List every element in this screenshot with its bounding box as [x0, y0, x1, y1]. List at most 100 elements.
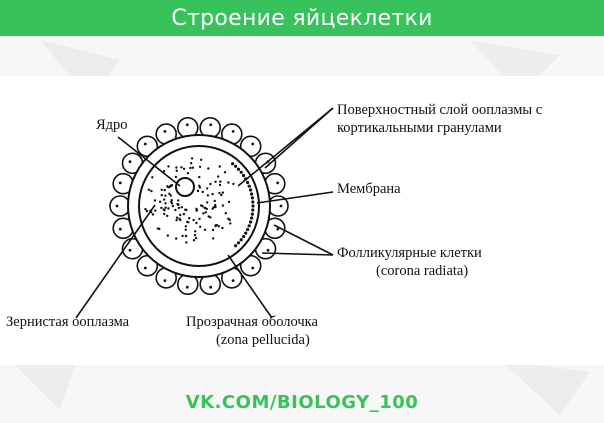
- follicular-cell-nucleus: [128, 248, 132, 252]
- granule: [218, 165, 221, 168]
- granule: [203, 228, 207, 231]
- granule: [206, 201, 209, 204]
- granule: [190, 162, 193, 165]
- follicular-cell-nucleus: [163, 279, 167, 282]
- label-zona-line2: (zona pellucida): [216, 332, 310, 348]
- granule: [199, 225, 202, 228]
- granule: [158, 227, 161, 231]
- granule: [184, 228, 187, 231]
- cortical-granule: [239, 238, 243, 242]
- granule: [160, 188, 163, 191]
- granule: [182, 167, 186, 170]
- granule: [175, 219, 178, 222]
- granule: [217, 225, 220, 228]
- granule: [170, 184, 174, 187]
- granule: [202, 212, 205, 215]
- granule: [191, 166, 195, 169]
- granule: [184, 208, 187, 211]
- granule: [203, 206, 206, 209]
- granule: [162, 170, 166, 173]
- cortical-granule: [236, 167, 241, 171]
- cortical-granule: [246, 180, 250, 185]
- granule: [158, 200, 162, 203]
- granule: [229, 222, 232, 225]
- granule: [195, 207, 198, 210]
- follicular-cell-nucleus: [185, 123, 189, 127]
- granule: [177, 199, 180, 202]
- pointer-cortical-2: [264, 107, 334, 169]
- granule: [232, 182, 235, 186]
- granule: [154, 209, 157, 212]
- granule: [184, 234, 188, 238]
- granule: [198, 175, 201, 179]
- granule: [190, 157, 194, 160]
- cortical-granule: [246, 227, 250, 232]
- granule: [196, 189, 200, 193]
- title-banner: Строение яйцеклетки: [0, 0, 604, 36]
- granule: [175, 237, 178, 240]
- follicular-cell-nucleus: [185, 285, 189, 289]
- cortical-granule: [236, 241, 241, 245]
- granule: [160, 206, 163, 210]
- cortical-granule: [231, 162, 235, 166]
- granule: [151, 176, 154, 179]
- cortical-granule: [242, 173, 246, 178]
- granule: [178, 217, 181, 220]
- granule: [175, 166, 178, 169]
- granule: [153, 199, 157, 202]
- cortical-granule: [234, 244, 238, 248]
- cortical-granule: [251, 208, 255, 212]
- diagram-panel: [0, 76, 604, 365]
- granule: [198, 165, 202, 168]
- pointer-granular: [75, 204, 156, 319]
- cortical-granule: [251, 204, 255, 208]
- cortical-granule: [250, 192, 254, 196]
- granule: [176, 203, 180, 206]
- nucleus: [175, 177, 195, 197]
- follicular-cell-nucleus: [251, 142, 255, 146]
- pointer-follicle-1: [273, 224, 334, 256]
- granule: [164, 206, 167, 209]
- granule: [147, 188, 151, 191]
- granule: [151, 213, 155, 216]
- follicular-cell-nucleus: [266, 248, 270, 252]
- granule: [193, 234, 197, 237]
- cortical-granule: [250, 212, 254, 216]
- granule: [194, 230, 197, 233]
- granule: [209, 182, 212, 186]
- follicular-cell-nucleus: [276, 227, 280, 231]
- granule: [166, 185, 169, 188]
- granule: [160, 194, 163, 197]
- granule: [212, 237, 215, 240]
- cortical-granule: [247, 184, 251, 188]
- granule: [174, 208, 177, 212]
- follicular-cell-nucleus: [118, 227, 122, 231]
- granule: [201, 190, 204, 194]
- pointer-zona: [227, 254, 273, 319]
- follicular-cell-nucleus: [163, 130, 167, 133]
- cortical-granule: [250, 216, 254, 220]
- granule: [163, 188, 166, 192]
- follicular-cell-nucleus: [143, 266, 147, 270]
- granule: [227, 200, 231, 204]
- granule: [219, 180, 222, 183]
- granule: [180, 166, 183, 169]
- granule: [171, 204, 175, 208]
- ooplasm-granules: [144, 157, 255, 248]
- follicular-cell-nucleus: [209, 123, 213, 127]
- granule: [145, 209, 149, 213]
- granule: [213, 199, 216, 203]
- granule: [224, 212, 227, 215]
- granule: [174, 175, 178, 179]
- granule: [184, 225, 187, 228]
- cortical-granule: [244, 231, 248, 235]
- pointer-lines: [75, 107, 334, 319]
- granule: [221, 204, 225, 207]
- label-membrane: Мембрана: [337, 181, 401, 197]
- cortical-granule: [249, 188, 253, 192]
- granule: [214, 224, 217, 227]
- granule: [218, 191, 221, 195]
- granule: [212, 206, 215, 209]
- granule: [198, 184, 201, 187]
